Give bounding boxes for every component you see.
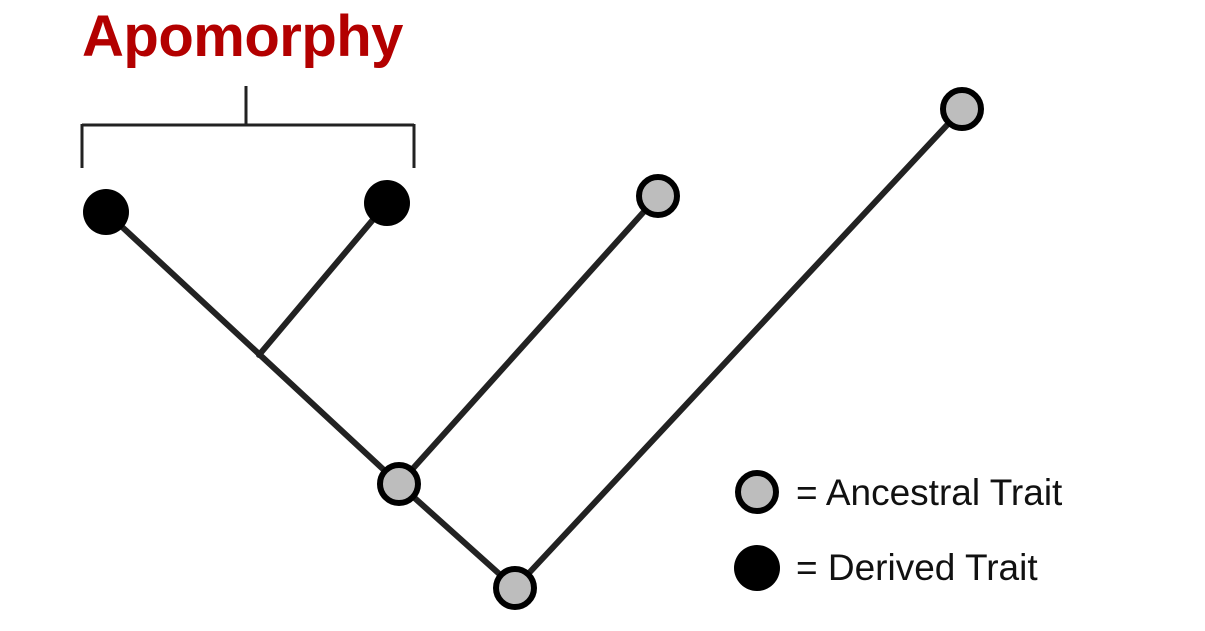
legend-ancestral-label: = Ancestral Trait — [796, 472, 1063, 513]
legend-derived-label: = Derived Trait — [796, 547, 1038, 588]
diagram-title: Apomorphy — [82, 4, 403, 69]
ancestral-node-root — [493, 566, 537, 610]
tree-branches — [103, 106, 965, 591]
apomorphy-bracket — [80, 86, 416, 168]
ancestral-node-tip-4 — [940, 87, 984, 131]
legend-ancestral-icon — [735, 470, 779, 514]
ancestral-node-inner — [377, 462, 421, 506]
ancestral-node-tip-3 — [636, 174, 680, 218]
legend-derived-icon — [734, 545, 780, 591]
derived-node-tip-2 — [364, 180, 410, 226]
derived-node-tip-1 — [83, 189, 129, 235]
